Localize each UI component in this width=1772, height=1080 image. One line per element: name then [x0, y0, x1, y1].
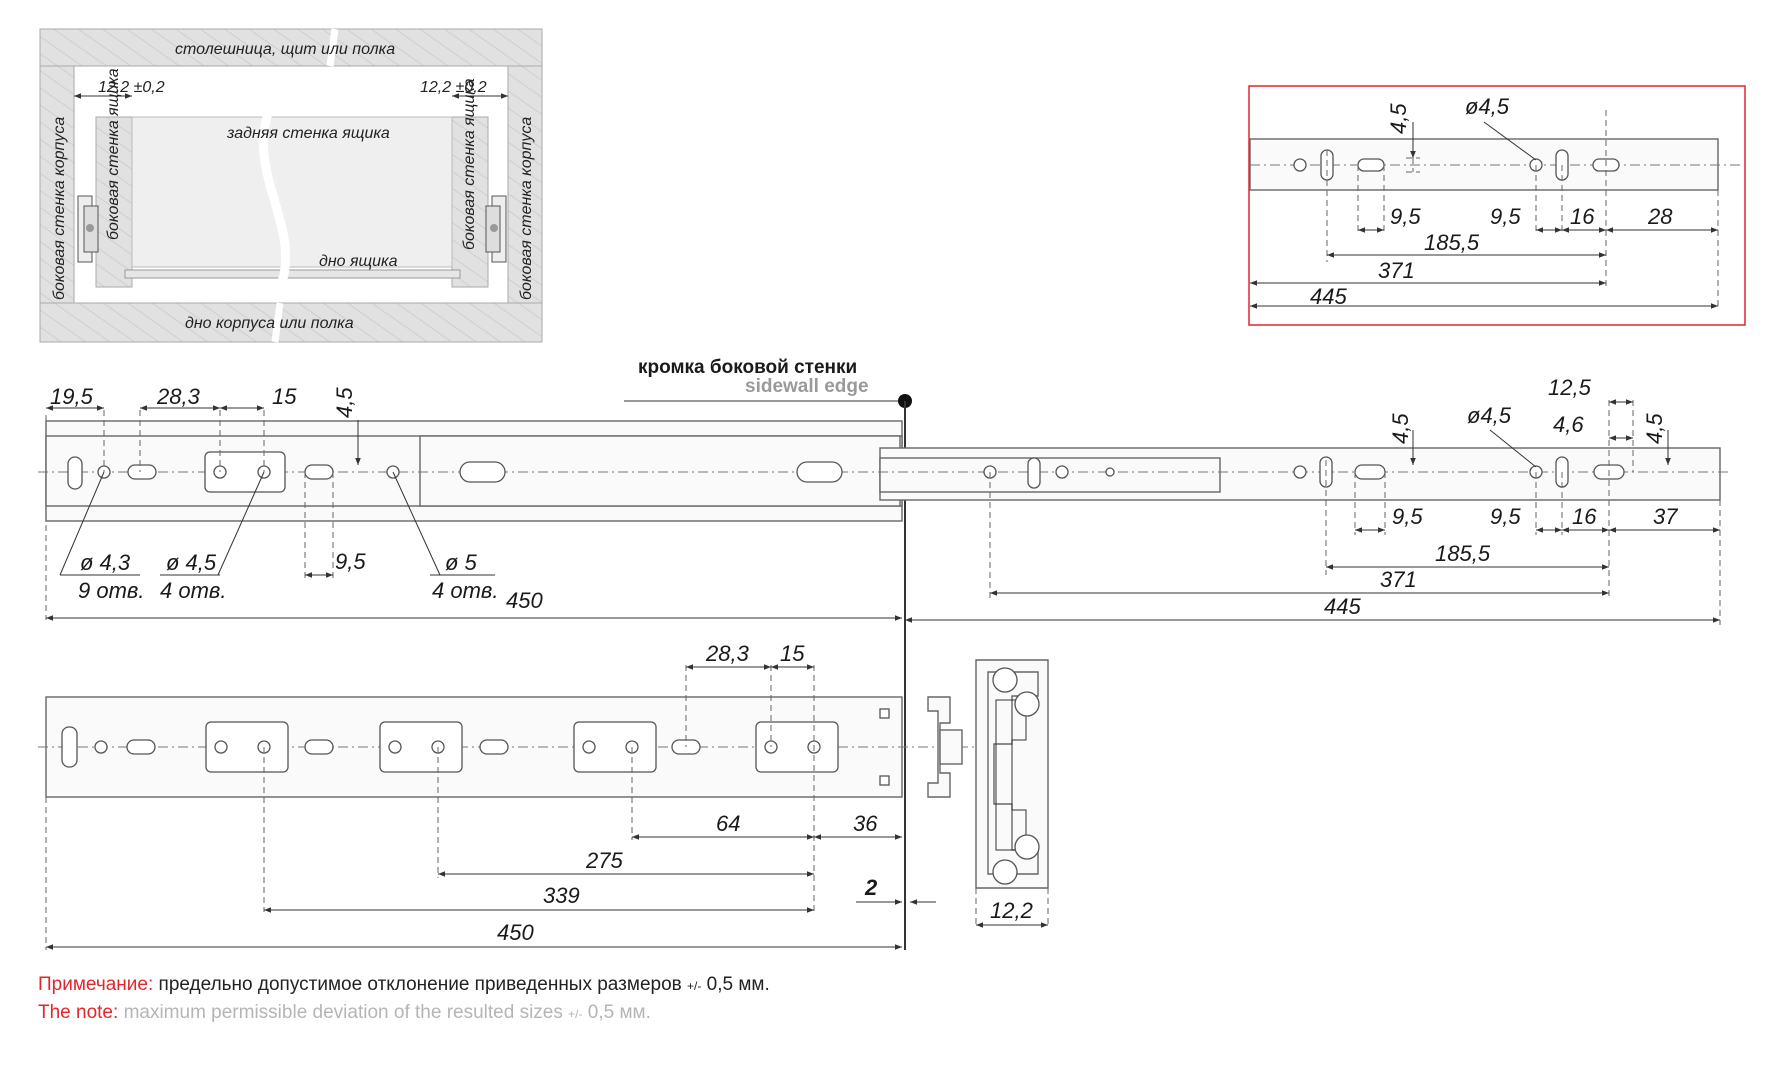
extension-dimensions: 12,5 4,6 4,5 4,5 ø4,5 9,5 9,5 16 37 185,…: [905, 375, 1721, 625]
bottom-rail-dim-64: 64: [716, 811, 740, 836]
extension-dim-371: 371: [1380, 567, 1417, 592]
inset-left-side-label: боковая стенка корпуса: [51, 117, 68, 300]
top-rail-dim-28-3: 28,3: [156, 384, 201, 409]
top-rail-hole3-diameter: ø 5: [445, 550, 478, 575]
detail-dim-16: 16: [1570, 204, 1595, 229]
inset-gap-left: 12,2 ±0,2: [98, 79, 165, 96]
rail-profile-section: 12,2: [927, 659, 1049, 928]
note-ru-key: Примечание:: [38, 974, 154, 995]
note-ru-value: 0,5 мм.: [706, 974, 770, 995]
detail-dim-4-5: 4,5: [1386, 103, 1411, 134]
note-en-value: 0,5 мм.: [587, 1002, 651, 1023]
top-rail-hole2-diameter: ø 4,5: [166, 550, 217, 575]
cabinet-section-inset: 12,2 ±0,2 12,2 ±0,2 столешница, щит или …: [39, 28, 543, 343]
extension-dim-445: 445: [1324, 594, 1361, 619]
extension-dim-12-5: 12,5: [1548, 375, 1592, 400]
extension-dim-9-5b: 9,5: [1490, 504, 1521, 529]
note-ru-tolerance: +/-: [687, 979, 702, 993]
top-rail-assembly: 19,5 28,3 15 4,5 9,5 ø 4,3 9 отв. ø 4,5 …: [38, 384, 1728, 621]
bottom-rail-dim-28-3: 28,3: [705, 641, 750, 666]
bottom-rail-dim-339: 339: [543, 883, 580, 908]
top-rail-dim-15: 15: [272, 384, 297, 409]
extension-dim-4-6: 4,6: [1553, 412, 1584, 437]
note-en-key: The note:: [38, 1002, 119, 1023]
top-rail-length: 450: [506, 588, 543, 613]
extension-dim-37: 37: [1653, 504, 1678, 529]
detail-hole-diameter: ø4,5: [1465, 94, 1510, 119]
cabinet-bottom: [39, 302, 543, 343]
detail-dim-371: 371: [1378, 258, 1415, 283]
extension-dim-9-5a: 9,5: [1392, 504, 1423, 529]
profile-width-dim: 12,2: [990, 898, 1033, 923]
left-cabinet-side: [39, 65, 75, 304]
inset-countertop-label: столешница, щит или полка: [175, 41, 395, 58]
bottom-rail-dim-36: 36: [853, 811, 878, 836]
extension-hole-diameter: ø4,5: [1467, 403, 1512, 428]
extension-dim-16: 16: [1572, 504, 1597, 529]
note-en-tolerance: +/-: [568, 1007, 583, 1021]
sidewall-edge-label-en: sidewall edge: [745, 376, 869, 397]
note-ru: Примечание: предельно допустимое отклоне…: [38, 974, 770, 996]
left-slide-profile: [77, 195, 99, 263]
top-rail-hole1-diameter: ø 4,3: [80, 550, 131, 575]
detail-dim-445: 445: [1310, 284, 1347, 309]
inset-left-drawer-side-label: боковая стенка ящика: [105, 68, 122, 240]
drawer-bottom-panel: [124, 269, 461, 279]
hole-pattern-detail-box: 4,5 ø4,5 9,5 9,5 16 28 185,5 371 445: [1248, 85, 1746, 326]
bottom-rail-dim-2: 2: [864, 875, 878, 900]
inset-gap-right: 12,2 ±0,2: [420, 79, 487, 96]
inset-right-side-label: боковая стенка корпуса: [518, 117, 535, 300]
right-slide-profile: [485, 195, 507, 263]
top-rail-dim-4-5: 4,5: [332, 387, 357, 418]
right-cabinet-side: [507, 65, 543, 304]
sidewall-edge-label-ru: кромка боковой стенки: [638, 357, 858, 378]
top-rail-dim-9-5: 9,5: [335, 549, 366, 574]
bottom-rail-dim-450: 450: [497, 920, 534, 945]
extension-dim-4-5b: 4,5: [1642, 413, 1667, 444]
bottom-rail: 28,3 15 64 36 275 339 450 2: [38, 641, 975, 950]
note-ru-text: предельно допустимое отклонение приведен…: [158, 974, 682, 995]
inset-cabinet-bottom-label: дно корпуса или полка: [185, 315, 354, 332]
note-en: The note: maximum permissible deviation …: [38, 1002, 651, 1024]
inset-right-drawer-side-label: боковая стенка ящика: [461, 78, 478, 250]
top-rail-dim-19-5: 19,5: [50, 384, 94, 409]
top-rail-hole3-count: 4 отв.: [432, 578, 499, 603]
left-drawer-side: [95, 116, 133, 288]
top-rail-hole2-count: 4 отв.: [160, 578, 227, 603]
detail-dim-9-5b: 9,5: [1490, 204, 1521, 229]
detail-dim-9-5a: 9,5: [1390, 204, 1421, 229]
bottom-rail-dim-15: 15: [780, 641, 805, 666]
top-rail-hole1-count: 9 отв.: [78, 578, 145, 603]
note-en-text: maximum permissible deviation of the res…: [123, 1002, 563, 1023]
extension-dim-185-5: 185,5: [1435, 541, 1491, 566]
inset-drawer-bottom-label: дно ящика: [319, 253, 398, 270]
detail-dim-185-5: 185,5: [1424, 230, 1480, 255]
extension-dim-4-5a: 4,5: [1388, 413, 1413, 444]
bottom-rail-dim-275: 275: [585, 848, 623, 873]
detail-dim-28: 28: [1647, 204, 1673, 229]
drawer-back: [131, 116, 453, 268]
countertop: [39, 28, 543, 67]
inset-drawer-back-label: задняя стенка ящика: [226, 125, 390, 142]
